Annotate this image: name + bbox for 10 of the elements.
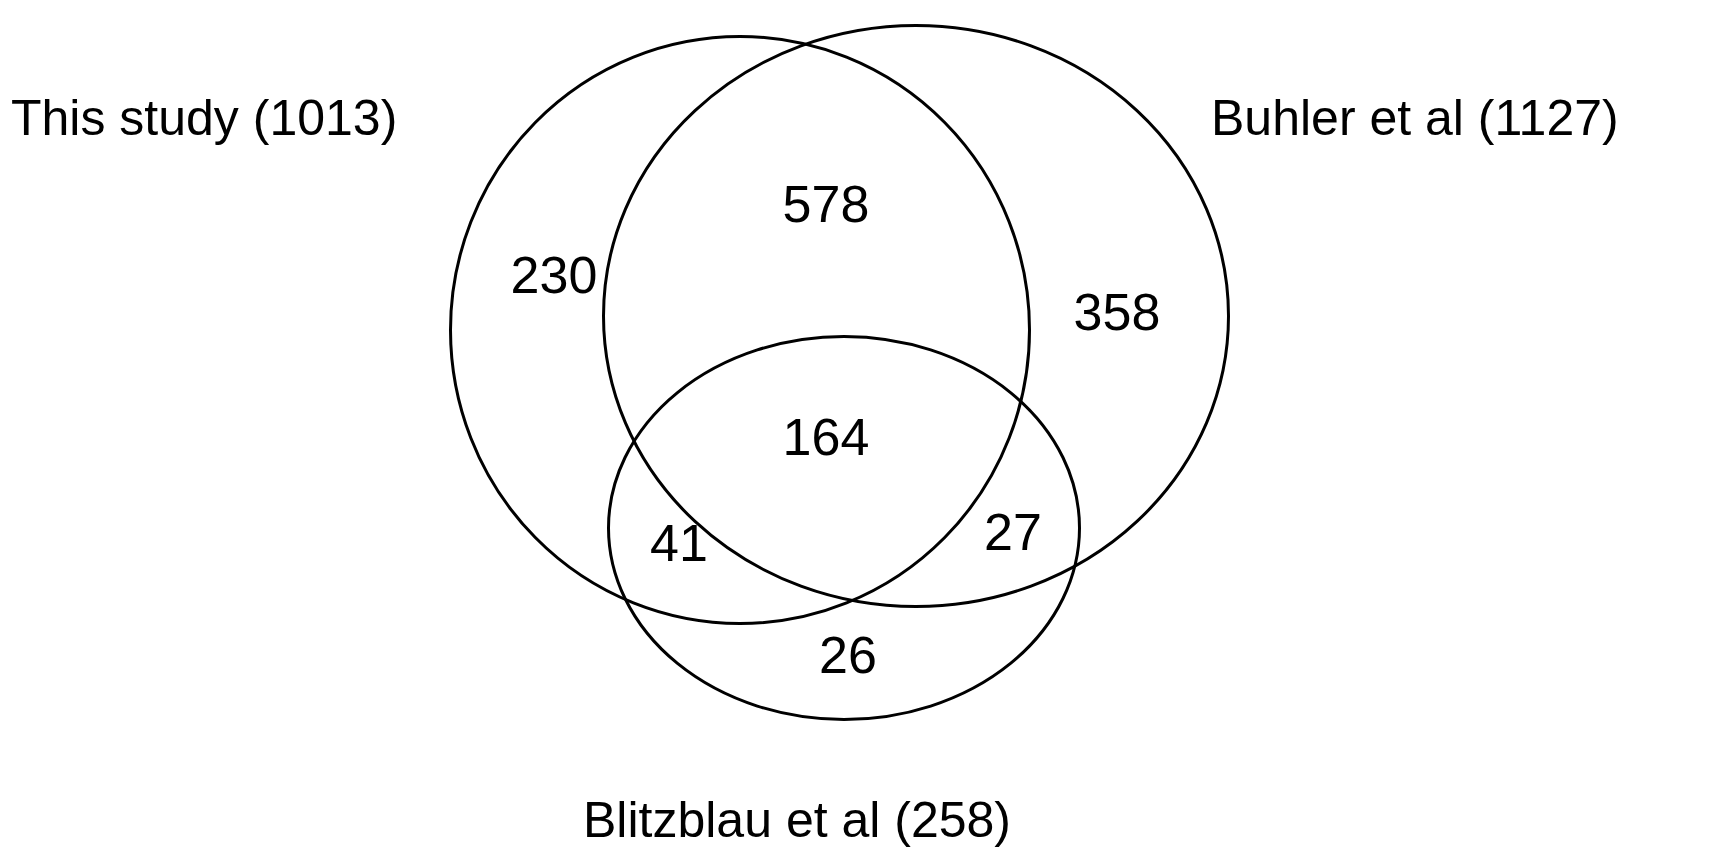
set-label: Blitzblau et al (258) xyxy=(583,791,1011,850)
region-count: 27 xyxy=(984,502,1042,562)
region-count: 358 xyxy=(1073,282,1161,342)
region-count: 230 xyxy=(510,245,598,305)
region-count: 164 xyxy=(782,407,870,467)
region-count: 41 xyxy=(650,513,708,573)
region-count: 578 xyxy=(782,174,870,234)
set-label: Buhler et al (1127) xyxy=(1211,89,1619,148)
region-count: 26 xyxy=(819,625,877,685)
set-label: This study (1013) xyxy=(11,89,398,148)
